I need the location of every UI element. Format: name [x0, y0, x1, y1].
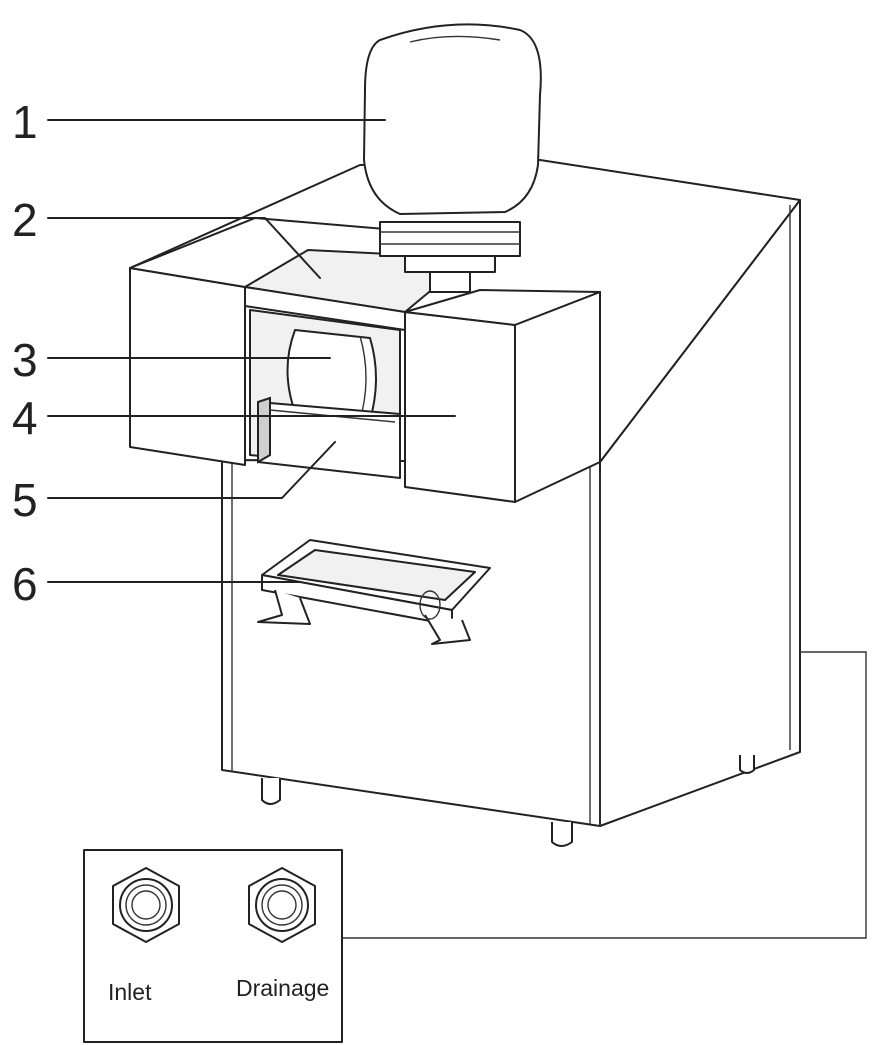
drainage-hex-fitting-icon: [248, 867, 316, 943]
front-panel: [257, 396, 401, 479]
inlet-label: Inlet: [108, 979, 152, 1005]
callout-number-1: 1: [12, 96, 38, 148]
inlet-hex-fitting-icon: [112, 867, 180, 943]
callout-number-4: 4: [12, 392, 38, 444]
drainage-label: Drainage: [236, 975, 329, 1001]
callout-number-5: 5: [12, 474, 38, 526]
drip-tray: [257, 539, 491, 645]
bottle: [363, 23, 542, 293]
port-connector-line: [342, 651, 867, 939]
callouts: 1 2 3 4 5 6: [12, 96, 456, 610]
port-panel: Inlet Drainage: [83, 849, 343, 1043]
callout-number-3: 3: [12, 334, 38, 386]
feet: [261, 755, 755, 847]
callout-number-6: 6: [12, 558, 38, 610]
callout-number-2: 2: [12, 194, 38, 246]
